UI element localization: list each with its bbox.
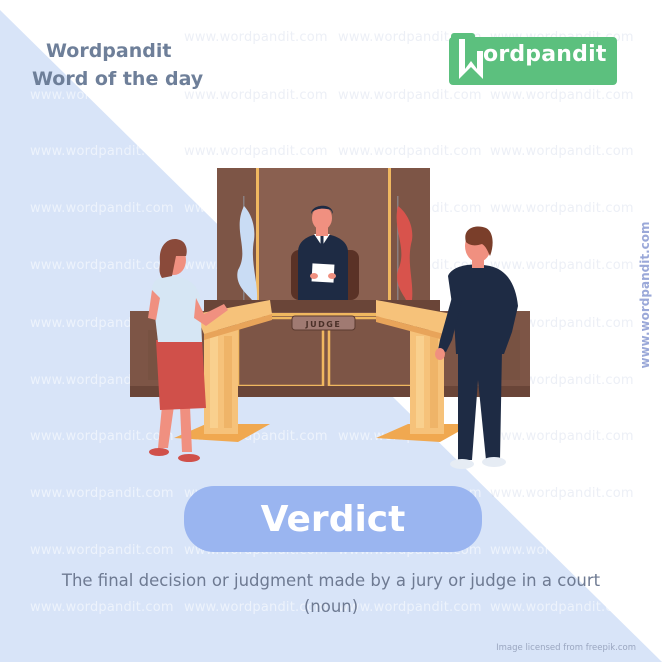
bookmark-w-icon	[459, 39, 483, 79]
word-definition: The final decision or judgment made by a…	[61, 571, 601, 590]
flag-right	[396, 196, 413, 300]
word-of-the-day-label: Word of the day	[32, 68, 204, 90]
wordpandit-logo[interactable]: ordpandit	[449, 33, 617, 85]
woman-figure	[148, 238, 228, 462]
podium-right	[376, 300, 472, 442]
man-figure	[435, 226, 518, 469]
image-credit: Image licensed from freepik.com	[496, 643, 636, 653]
part-of-speech: (noun)	[303, 597, 359, 616]
judge-figure	[291, 205, 359, 300]
flag-left	[237, 196, 258, 300]
podium-left	[174, 300, 272, 442]
word-pill: Verdict	[184, 486, 482, 552]
word-term: Verdict	[260, 498, 406, 540]
brand-title: Wordpandit	[46, 40, 172, 62]
judge-plaque: JUDGE	[291, 315, 356, 331]
svg-text:JUDGE: JUDGE	[305, 320, 342, 329]
logo-text: ordpandit	[483, 42, 607, 67]
